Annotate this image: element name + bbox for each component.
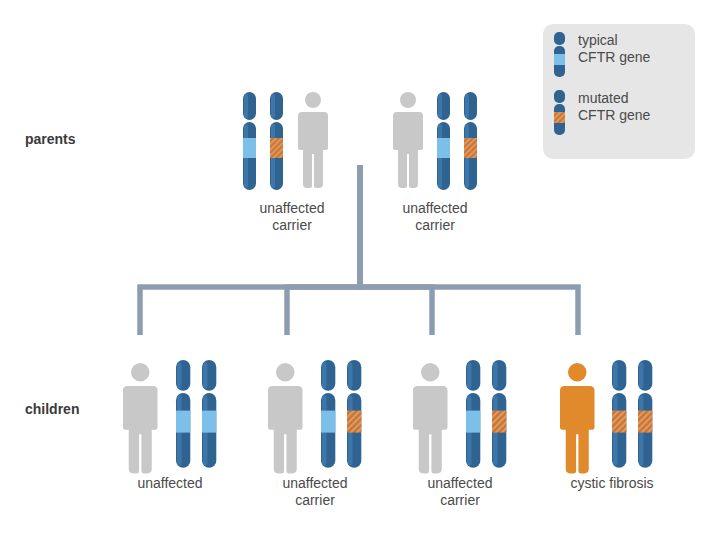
legend-text: mutated CFTR gene xyxy=(578,90,656,124)
chromosome xyxy=(202,360,216,468)
person-figure xyxy=(268,363,303,473)
inheritance-line xyxy=(360,165,432,335)
legend-item: mutated CFTR gene xyxy=(553,90,663,136)
legend-box xyxy=(543,24,695,159)
chromosome-arm xyxy=(554,104,565,135)
person-box: unaffected carrier xyxy=(360,88,484,236)
legend-chromosome xyxy=(553,90,567,136)
person-figure xyxy=(560,363,595,473)
chromosome-arm xyxy=(554,46,565,77)
person-box: unaffected carrier xyxy=(400,335,515,520)
person-box: unaffected xyxy=(110,335,225,520)
person-figure xyxy=(393,92,423,188)
chromosome xyxy=(492,360,506,468)
legend-item: typical CFTR gene xyxy=(553,32,663,78)
chromosome xyxy=(270,92,283,190)
chromosome xyxy=(176,360,190,468)
chromosome-arm xyxy=(554,90,565,103)
person-label: unaffected carrier xyxy=(393,200,477,234)
person-figure xyxy=(413,363,448,473)
chromosome xyxy=(464,92,477,190)
row-label: parents xyxy=(25,131,76,147)
chromosome xyxy=(347,360,361,468)
person-label: unaffected carrier xyxy=(273,475,357,509)
chromosome xyxy=(466,360,480,468)
person-label: unaffected carrier xyxy=(250,200,334,234)
person-box: unaffected carrier xyxy=(238,88,360,236)
person-label: unaffected xyxy=(128,475,212,492)
legend-text: typical CFTR gene xyxy=(578,32,656,66)
chromosome xyxy=(638,360,652,468)
inheritance-line xyxy=(287,165,360,335)
legend-swatch xyxy=(554,112,565,123)
inheritance-line xyxy=(360,165,578,335)
person-figure xyxy=(123,363,158,473)
chromosome-arm xyxy=(554,32,565,45)
row-label: children xyxy=(25,401,79,417)
inheritance-line xyxy=(140,165,360,335)
legend-chromosome xyxy=(553,32,567,78)
person-figure xyxy=(298,92,328,188)
person-label: cystic fibrosis xyxy=(557,475,667,492)
chromosome xyxy=(243,92,256,190)
person-label: unaffected carrier xyxy=(418,475,502,509)
inheritance-line xyxy=(360,165,432,335)
chromosome xyxy=(437,92,450,190)
inheritance-line xyxy=(140,165,360,335)
chromosome xyxy=(321,360,335,468)
chromosome xyxy=(612,360,626,468)
legend-swatch xyxy=(554,54,565,65)
person-box: unaffected carrier xyxy=(255,335,370,520)
person-box: cystic fibrosis xyxy=(545,335,670,520)
inheritance-line xyxy=(287,165,360,335)
inheritance-line xyxy=(360,165,578,335)
swatch-hatch xyxy=(554,112,565,123)
